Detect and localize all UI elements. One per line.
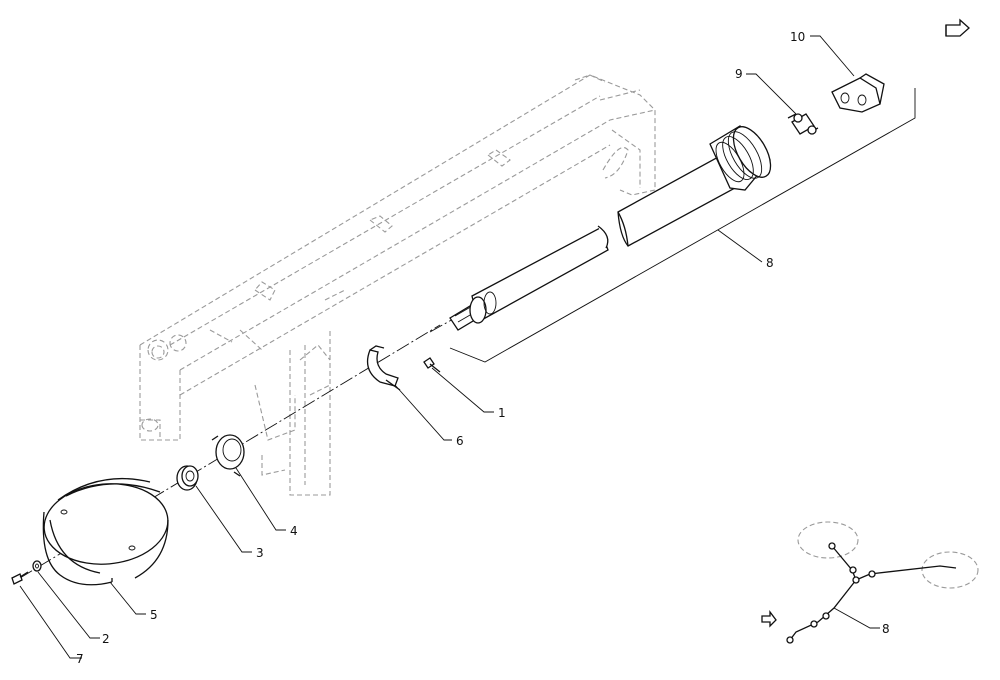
callout-7: 7 [76,652,84,666]
screw-part-7[interactable] [11,571,29,585]
bracket-part-6[interactable] [366,345,401,391]
ujoint-cross-part-9[interactable] [787,113,819,135]
ring-part-4[interactable] [211,434,245,477]
inset-driveline-schematic [786,521,979,644]
washer-part-2[interactable] [32,560,42,572]
guard-shield-part-5[interactable] [41,477,172,586]
bolt-part-1[interactable] [423,357,441,373]
callout-1: 1 [498,406,506,420]
callout-10: 10 [790,30,805,44]
callout-4: 4 [290,524,298,538]
bearing-part-3[interactable] [176,465,199,491]
callout-5: 5 [150,608,158,622]
frame-phantom [139,74,656,496]
callout-3: 3 [256,546,264,560]
callout-2: 2 [102,632,110,646]
yoke-part-10[interactable] [831,73,885,113]
callout-6: 6 [456,434,464,448]
callout-9: 9 [735,67,743,81]
direction-arrow-icon [761,610,777,628]
page-turn-arrow-icon[interactable] [945,18,970,37]
callout-8: 8 [766,256,774,270]
callout-8-inset: 8 [882,622,890,636]
drive-shaft-part-8[interactable] [449,121,778,331]
